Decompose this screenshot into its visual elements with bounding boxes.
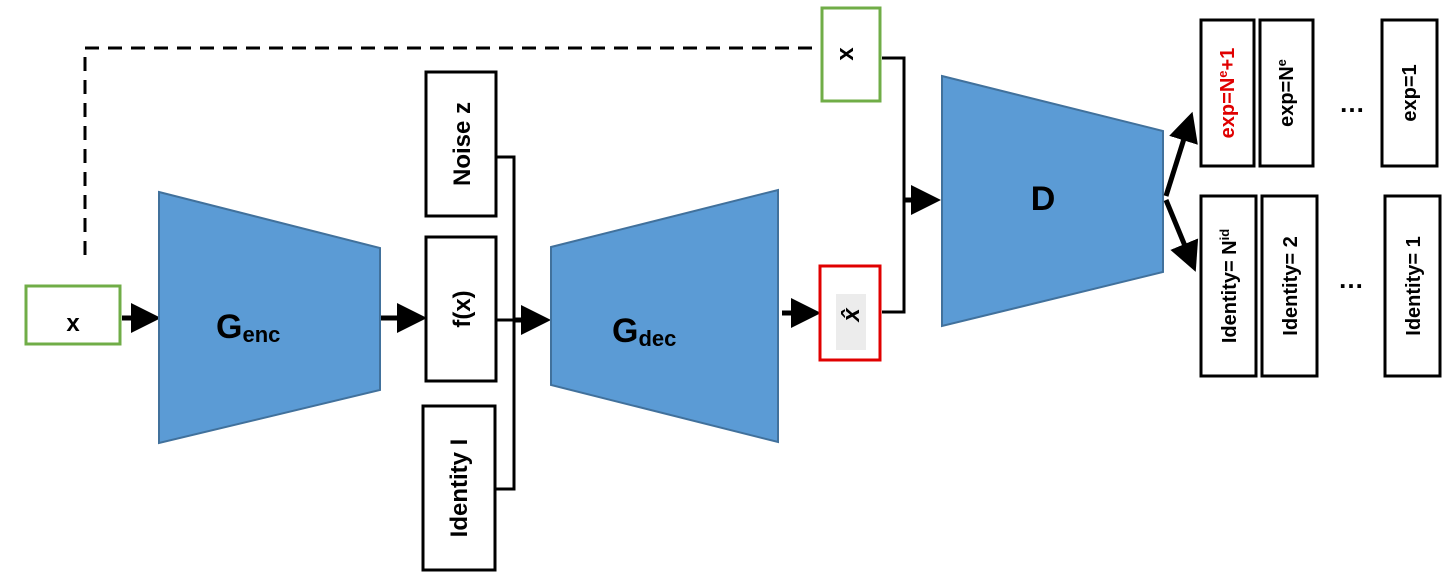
exp-output-2-sup: e [1274, 59, 1289, 66]
identity-output-1-sup: id [1217, 229, 1232, 241]
identity-output-label-2: Identity= 2 [1280, 236, 1302, 335]
exp-output-1-sup: e [1215, 70, 1230, 77]
exp-output-box-1 [1199, 18, 1256, 168]
identity-i-label: Identity I [446, 439, 473, 538]
exp-output-1-tail: +1 [1217, 48, 1239, 71]
feature-fx-label: f(x) [449, 290, 476, 327]
decoder-label-main: G [612, 312, 638, 350]
discriminator-label: D [1031, 180, 1056, 218]
decoder-block [550, 188, 779, 444]
decoder-label-sub: dec [638, 326, 676, 351]
real-x-label: x [832, 47, 859, 61]
noise-z-box [424, 70, 498, 218]
merge-bracket [882, 56, 906, 314]
generated-x-hat-highlight [836, 294, 866, 350]
identity-output-box-3 [1383, 194, 1442, 378]
skip-connection-dashed [83, 46, 815, 255]
identity-output-label-1: Identity= Nid [1217, 229, 1241, 343]
exp-ellipsis: … [1339, 88, 1365, 118]
exp-output-2-base: exp=N [1276, 66, 1298, 127]
identity-ellipsis: … [1338, 264, 1364, 294]
identity-output-label-3: Identity= 1 [1403, 236, 1425, 335]
arrow-discriminator-to-expression [1163, 111, 1198, 197]
decoder-label: Gdec [612, 312, 676, 351]
generated-x-hat-label: x̂ [838, 307, 865, 324]
real-x-box [820, 6, 882, 103]
discriminator-block [941, 74, 1164, 328]
encoder-label: Genc [216, 308, 280, 347]
exp-output-box-2 [1258, 18, 1315, 168]
exp-output-label-3: exp=1 [1399, 64, 1421, 121]
encoder-block [158, 190, 381, 445]
exp-output-label-2: exp=Ne [1274, 59, 1298, 127]
exp-output-label-1: exp=Ne+1 [1215, 48, 1239, 139]
identity-output-box-1 [1199, 194, 1258, 378]
encoder-label-main: G [216, 308, 242, 346]
noise-z-label: Noise z [449, 102, 476, 186]
arrow-discriminator-to-identity [1163, 199, 1199, 272]
exp-output-1-base: exp=N [1217, 78, 1239, 139]
input-x-box [24, 284, 122, 346]
concat-bracket [496, 155, 516, 491]
feature-fx-box [424, 235, 498, 383]
identity-output-box-2 [1260, 194, 1319, 378]
identity-i-box [421, 404, 497, 572]
input-x-label: x [66, 310, 80, 337]
exp-output-box-3 [1380, 18, 1439, 168]
encoder-label-sub: enc [242, 322, 280, 347]
identity-output-1-base: Identity= N [1219, 240, 1241, 343]
